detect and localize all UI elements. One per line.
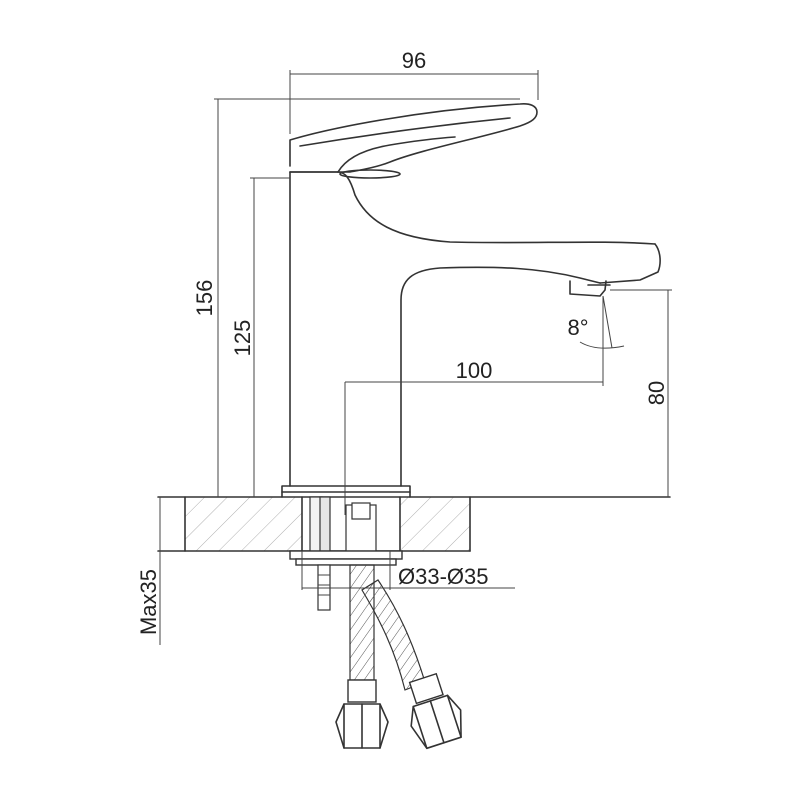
dimension-spout-angle: 8° <box>567 295 625 349</box>
dim-angle-label: 8° <box>567 315 588 340</box>
dimension-max-thickness: Max35 <box>136 497 161 645</box>
dimension-hole-diameter: Ø33-Ø35 <box>301 551 515 590</box>
dim-125-label: 125 <box>230 320 255 357</box>
dim-diameter-label: Ø33-Ø35 <box>398 564 489 589</box>
dim-156-label: 156 <box>192 280 217 317</box>
handle-lever <box>289 103 538 179</box>
dim-100-label: 100 <box>456 358 493 383</box>
faucet-body <box>281 171 661 498</box>
dim-max35-label: Max35 <box>136 569 161 635</box>
dim-96-label: 96 <box>402 48 426 73</box>
countertop <box>157 496 671 552</box>
dimension-spout-reach: 100 <box>344 296 604 515</box>
dimension-spout-clearance: 80 <box>610 289 672 497</box>
dimension-overall-height: 156 <box>192 98 520 497</box>
dim-80-label: 80 <box>644 381 669 405</box>
dimension-top-width: 96 <box>289 48 539 134</box>
flexible-hoses <box>335 564 462 750</box>
dimension-body-height: 125 <box>230 177 290 497</box>
